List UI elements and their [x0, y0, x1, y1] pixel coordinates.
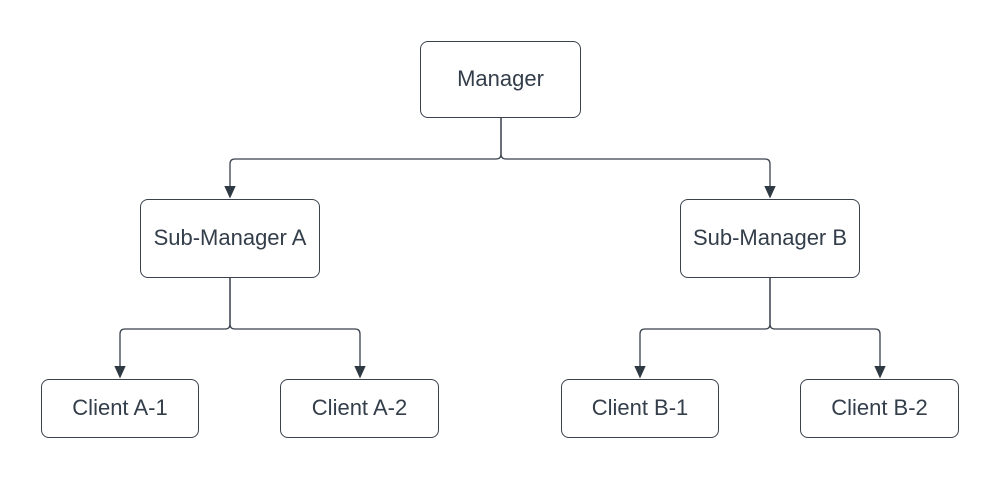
edge-manager-sub-manager-a	[229, 118, 502, 186]
edge-sub-manager-a-client-a-1	[119, 278, 231, 366]
arrowhead-client-a-2	[354, 366, 366, 379]
node-client-b-2-label: Client B-2	[831, 395, 928, 421]
edge-sub-manager-a-client-a-2	[229, 278, 361, 366]
node-sub-manager-a[interactable]: Sub-Manager A	[140, 199, 320, 278]
node-client-b-2[interactable]: Client B-2	[800, 379, 959, 438]
edge-sub-manager-b-client-b-2	[769, 278, 881, 366]
node-client-a-2-label: Client A-2	[311, 395, 408, 421]
arrowhead-client-b-2	[874, 366, 886, 379]
arrowhead-sub-manager-b	[764, 186, 776, 199]
arrowhead-client-b-1	[634, 366, 646, 379]
arrowhead-sub-manager-a	[224, 186, 236, 199]
node-client-a-1[interactable]: Client A-1	[41, 379, 199, 438]
node-sub-manager-b-label: Sub-Manager B	[692, 225, 848, 251]
node-client-a-2[interactable]: Client A-2	[280, 379, 439, 438]
node-client-b-1-label: Client B-1	[591, 395, 689, 421]
node-client-a-1-label: Client A-1	[72, 395, 168, 421]
node-manager[interactable]: Manager	[420, 41, 581, 118]
node-sub-manager-a-label: Sub-Manager A	[153, 225, 307, 251]
arrowhead-client-a-1	[114, 366, 126, 379]
node-client-b-1[interactable]: Client B-1	[561, 379, 719, 438]
edge-sub-manager-b-client-b-1	[639, 278, 771, 366]
node-sub-manager-b[interactable]: Sub-Manager B	[680, 199, 860, 278]
edge-manager-sub-manager-b	[500, 118, 771, 186]
node-manager-label: Manager	[457, 66, 544, 92]
